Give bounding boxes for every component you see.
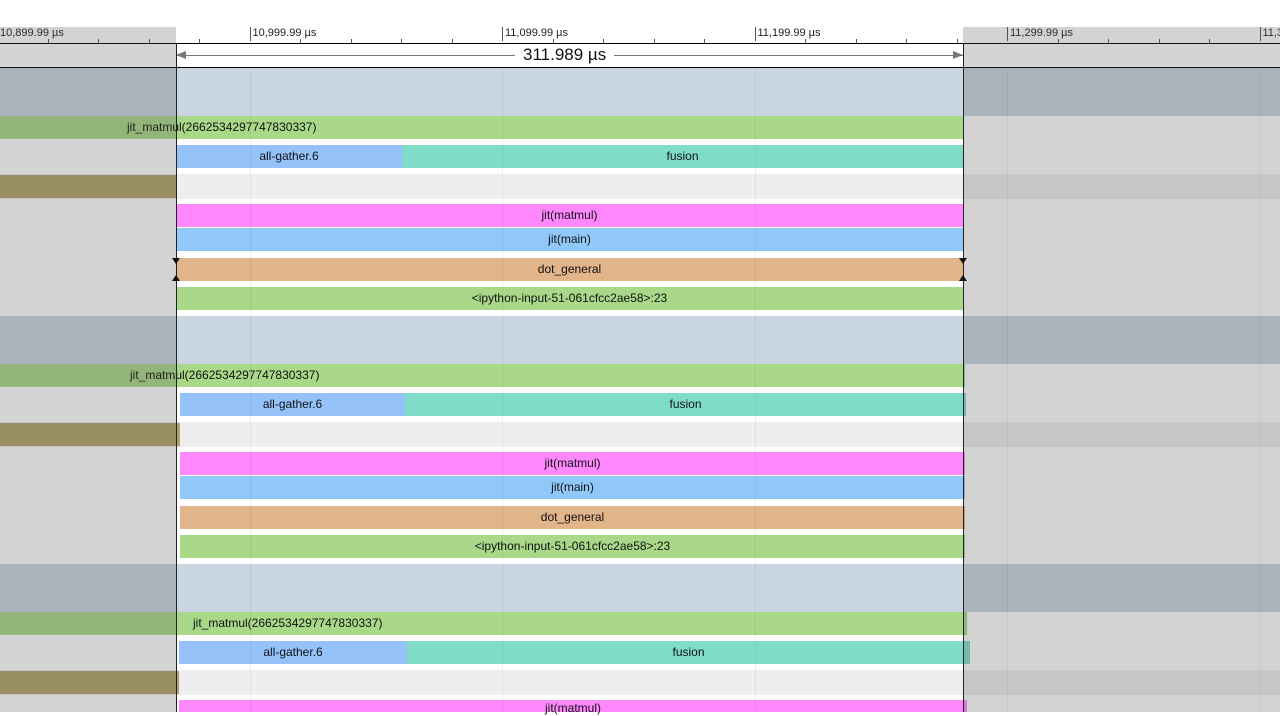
selection-measure: 311.989 µs xyxy=(0,44,1280,68)
selection-duration: 311.989 µs xyxy=(515,45,614,65)
fusion-bar-label: fusion xyxy=(669,397,701,411)
jit-main-bar[interactable]: jit(main) xyxy=(176,228,963,251)
process-group: jit_matmul(2662534297747830337) all-gathe… xyxy=(0,316,1280,564)
source-line-bar[interactable]: <ipython-input-51-061cfcc2ae58>:23 xyxy=(176,287,963,310)
ruler-minor-tick xyxy=(654,39,655,43)
ruler-tick-label: 11,099.99 µs xyxy=(502,27,568,41)
ruler-minor-tick xyxy=(452,39,453,43)
grid-line xyxy=(502,68,503,712)
fusion-bar-label: fusion xyxy=(672,645,704,659)
selection-marker-icon xyxy=(959,258,967,264)
grid-line xyxy=(250,68,251,712)
step-bar-label: jit_matmul(2662534297747830337) xyxy=(130,364,319,387)
all-gather-bar[interactable]: all-gather.6 xyxy=(180,393,405,416)
ruler-minor-tick xyxy=(199,39,200,43)
all-gather-bar-label: all-gather.6 xyxy=(259,149,318,163)
fusion-bar[interactable]: fusion xyxy=(402,145,963,168)
pre-selection-bar[interactable] xyxy=(0,175,176,198)
all-gather-bar[interactable]: all-gather.6 xyxy=(179,641,407,664)
fusion-bar[interactable]: fusion xyxy=(407,641,970,664)
step-bar-label: jit_matmul(2662534297747830337) xyxy=(127,116,316,139)
ruler-minor-tick xyxy=(957,39,958,43)
ruler-minor-tick xyxy=(1159,39,1160,43)
all-gather-bar-label: all-gather.6 xyxy=(263,645,322,659)
ruler-minor-tick xyxy=(351,39,352,43)
ruler-minor-tick xyxy=(1058,39,1059,43)
ruler-minor-tick xyxy=(906,39,907,43)
all-gather-bar-label: all-gather.6 xyxy=(263,397,322,411)
step-bar-label: jit_matmul(2662534297747830337) xyxy=(193,612,382,635)
pre-selection-bar[interactable] xyxy=(0,671,179,694)
ruler-minor-tick xyxy=(603,39,604,43)
track-row xyxy=(0,422,1280,447)
selection-marker-icon xyxy=(172,275,180,281)
jit-main-bar-label: jit(main) xyxy=(548,232,591,246)
ruler-tick-label: 11,3 xyxy=(1260,27,1280,41)
dot-general-bar-label: dot_general xyxy=(538,262,601,276)
selection-marker-icon xyxy=(172,258,180,264)
ruler-minor-tick xyxy=(1108,39,1109,43)
process-header[interactable] xyxy=(0,68,1280,116)
grid-line xyxy=(1007,68,1008,712)
selection-marker-icon xyxy=(959,275,967,281)
ruler-minor-tick xyxy=(856,39,857,43)
grid-line xyxy=(1260,68,1261,712)
pre-selection-bar[interactable] xyxy=(0,423,180,446)
selection-edge-right[interactable] xyxy=(963,44,964,712)
ruler-minor-tick xyxy=(553,39,554,43)
track-row xyxy=(0,174,1280,199)
step-bar[interactable]: jit_matmul(2662534297747830337) xyxy=(0,364,965,387)
process-group: jit_matmul(2662534297747830337) all-gathe… xyxy=(0,564,1280,712)
source-line-bar-label: <ipython-input-51-061cfcc2ae58>:23 xyxy=(475,539,670,553)
process-group: jit_matmul(2662534297747830337) all-gathe… xyxy=(0,68,1280,316)
fusion-bar[interactable]: fusion xyxy=(405,393,966,416)
jit-main-bar[interactable]: jit(main) xyxy=(180,476,965,499)
selection-edge-left[interactable] xyxy=(176,44,177,712)
trace-tracks[interactable]: jit_matmul(2662534297747830337) all-gathe… xyxy=(0,68,1280,712)
ruler-tick-label: 10,899.99 µs xyxy=(0,27,64,41)
ruler-minor-tick xyxy=(149,39,150,43)
jit-main-bar-label: jit(main) xyxy=(551,480,594,494)
jit-matmul-bar-label: jit(matmul) xyxy=(542,208,598,222)
jit-matmul-bar[interactable]: jit(matmul) xyxy=(180,452,965,475)
ruler-minor-tick xyxy=(401,39,402,43)
dot-general-bar-label: dot_general xyxy=(541,510,604,524)
ruler-minor-tick xyxy=(704,39,705,43)
ruler-minor-tick xyxy=(805,39,806,43)
source-line-bar[interactable]: <ipython-input-51-061cfcc2ae58>:23 xyxy=(180,535,965,558)
dot-general-bar[interactable]: dot_general xyxy=(180,506,965,529)
track-row xyxy=(0,670,1280,695)
ruler-tick-label: 10,999.99 µs xyxy=(250,27,317,41)
ruler-minor-tick xyxy=(98,39,99,43)
jit-matmul-bar-label: jit(matmul) xyxy=(545,701,601,715)
dot-general-bar[interactable]: dot_general xyxy=(176,258,963,281)
process-header[interactable] xyxy=(0,316,1280,364)
step-bar[interactable]: jit_matmul(2662534297747830337) xyxy=(0,116,963,139)
jit-matmul-bar-label: jit(matmul) xyxy=(545,456,601,470)
arrow-right-icon xyxy=(953,51,963,59)
jit-matmul-bar[interactable]: jit(matmul) xyxy=(179,700,967,712)
all-gather-bar[interactable]: all-gather.6 xyxy=(176,145,402,168)
ruler-tick-label: 11,299.99 µs xyxy=(1007,27,1073,41)
time-ruler[interactable]: 10,899.99 µs 10,999.99 µs 11,099.99 µs 11,1… xyxy=(0,27,1280,44)
ruler-tick-label: 11,199.99 µs xyxy=(755,27,821,41)
ruler-minor-tick xyxy=(300,39,301,43)
ruler-minor-tick xyxy=(48,39,49,43)
process-header[interactable] xyxy=(0,564,1280,612)
jit-matmul-bar[interactable]: jit(matmul) xyxy=(176,204,963,227)
arrow-left-icon xyxy=(176,51,186,59)
fusion-bar-label: fusion xyxy=(666,149,698,163)
ruler-minor-tick xyxy=(1209,39,1210,43)
grid-line xyxy=(755,68,756,712)
step-bar[interactable]: jit_matmul(2662534297747830337) xyxy=(0,612,967,635)
